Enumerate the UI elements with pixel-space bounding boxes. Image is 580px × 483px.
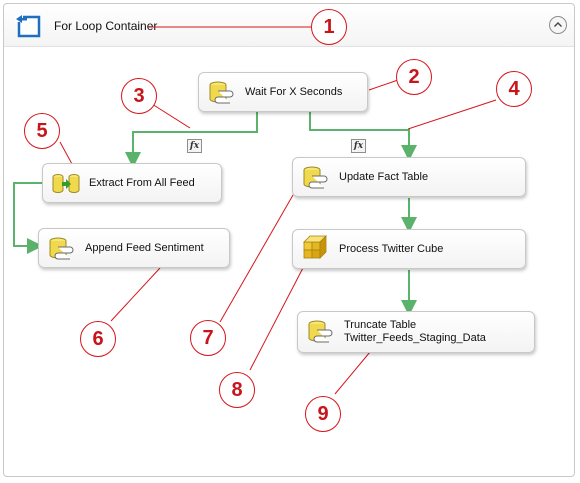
script-task-icon	[47, 236, 75, 267]
callout-7: 7	[190, 320, 226, 356]
container-title: For Loop Container	[54, 19, 158, 33]
callout-3: 3	[121, 78, 157, 114]
analysis-services-processing-icon	[301, 235, 331, 268]
callout-8: 8	[219, 372, 255, 408]
chevron-up-icon	[554, 22, 562, 27]
task-label-line1: Truncate Table	[344, 319, 417, 331]
script-task-icon	[207, 80, 235, 111]
collapse-button[interactable]	[549, 16, 567, 34]
task-label: Process Twitter Cube	[339, 242, 444, 255]
task-extract-from-all-feed[interactable]: Extract From All Feed	[42, 163, 222, 203]
task-process-twitter-cube[interactable]: Process Twitter Cube	[292, 229, 526, 269]
callout-9: 9	[305, 396, 341, 432]
task-update-fact-table[interactable]: Update Fact Table	[292, 157, 526, 197]
callout-4: 4	[496, 71, 532, 107]
task-truncate-table[interactable]: Truncate Table Twitter_Feeds_Staging_Dat…	[297, 311, 535, 353]
task-label: Append Feed Sentiment	[85, 241, 204, 254]
task-label: Truncate Table Twitter_Feeds_Staging_Dat…	[344, 312, 486, 352]
task-label: Update Fact Table	[339, 170, 429, 183]
for-loop-container-icon	[13, 13, 43, 44]
callout-5: 5	[24, 113, 60, 149]
task-append-feed-sentiment[interactable]: Append Feed Sentiment	[38, 228, 230, 268]
task-label: Extract From All Feed	[89, 176, 195, 189]
data-flow-task-icon	[51, 171, 81, 202]
task-label-line2: Twitter_Feeds_Staging_Data	[344, 332, 486, 344]
container-title-bar[interactable]: For Loop Container	[4, 4, 574, 47]
expression-fx-icon[interactable]: fx	[351, 139, 366, 153]
task-label: Wait For X Seconds	[245, 85, 343, 98]
script-task-icon	[301, 165, 329, 196]
callout-6: 6	[80, 321, 116, 357]
task-wait-for-x-seconds[interactable]: Wait For X Seconds	[198, 72, 368, 112]
callout-2: 2	[396, 59, 432, 95]
script-task-icon	[306, 319, 334, 350]
callout-1: 1	[311, 9, 347, 45]
expression-fx-icon[interactable]: fx	[187, 139, 202, 153]
